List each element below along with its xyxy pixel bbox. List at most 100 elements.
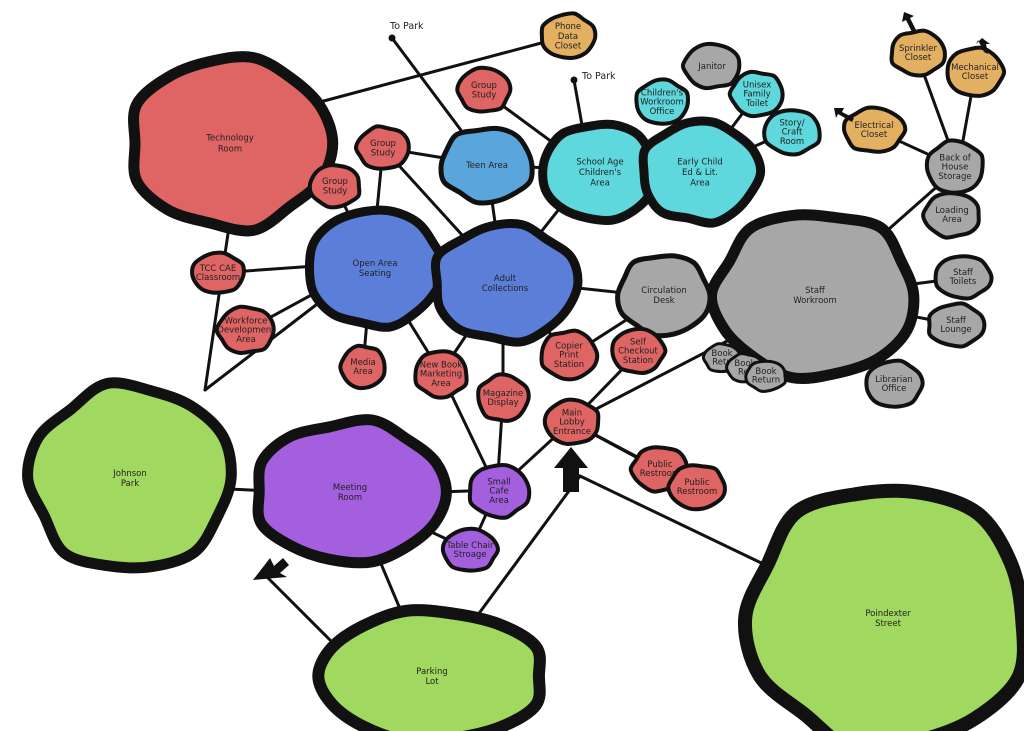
bubble-label: Restroom xyxy=(677,487,718,497)
bubble-label: Book xyxy=(734,359,755,369)
bubble-label: Technology xyxy=(205,134,254,144)
bubble-label: Classroom xyxy=(196,273,240,283)
bubble-label: Area xyxy=(590,178,610,188)
bubble-shape xyxy=(762,108,822,157)
bubble-label: Cafe xyxy=(489,487,508,497)
bubble-label: Display xyxy=(487,398,518,408)
bubble-label: Development xyxy=(217,326,275,336)
bubble-label: Librarian xyxy=(875,375,913,385)
bubble-shape xyxy=(542,397,601,446)
bubble-janitor: Janitor xyxy=(680,41,742,91)
bubble-label: Main xyxy=(562,409,582,419)
connector xyxy=(203,218,232,392)
bubble-shape xyxy=(738,483,1024,731)
bubble-label: Toilets xyxy=(949,277,977,287)
bubble-label: School Age xyxy=(576,158,623,168)
bubble-label: Seating xyxy=(359,269,391,279)
bubble-label: Parking xyxy=(416,667,448,677)
bubble-shape xyxy=(926,301,987,349)
bubble-label: Copier xyxy=(555,342,583,352)
bubble-label: House xyxy=(942,163,969,173)
bubble-label: Book xyxy=(755,367,776,377)
bubble-shape xyxy=(305,205,450,332)
bubble-label: Data xyxy=(558,32,578,42)
bubble-shape xyxy=(864,358,925,409)
bubble-shape xyxy=(440,526,500,573)
bubble-label: Public xyxy=(647,460,672,470)
bubble-label: Self xyxy=(630,338,647,348)
bubble-shape xyxy=(841,105,908,154)
bubble-shape xyxy=(354,124,411,171)
bubble-label: Craft xyxy=(782,128,803,138)
bubble-label: Group xyxy=(370,139,396,149)
bubble-label: Sprinkler xyxy=(899,44,938,54)
bubble-label: Stroage xyxy=(453,550,486,560)
bubble-label: Entrance xyxy=(553,427,591,437)
bubble-label: Poindexter xyxy=(865,609,911,619)
bubble-label: Workroom xyxy=(793,296,837,306)
bubble-shape xyxy=(634,77,691,126)
bubble-label: Electrical xyxy=(854,121,893,131)
bubble-label: Storage xyxy=(938,172,971,182)
bubble-label: Early Child xyxy=(677,158,723,168)
bubble-label: Children's xyxy=(579,168,622,178)
bubble-label: Area xyxy=(236,335,256,345)
bubble-shape xyxy=(610,326,668,376)
bubble-label: Room xyxy=(338,493,362,503)
bubble-label: Group xyxy=(471,81,497,91)
bubble-label: Staff xyxy=(805,286,826,296)
bubble-label: Unisex xyxy=(743,81,772,91)
sprinkler-arrow-icon xyxy=(902,12,916,32)
bubble-label: Collections xyxy=(482,284,529,294)
bubble-label: Janitor xyxy=(697,62,726,72)
connector xyxy=(318,40,547,104)
bubble-label: Area xyxy=(690,178,710,188)
bubble-label: Retu xyxy=(712,358,731,368)
bubble-label: Phone xyxy=(555,22,581,32)
arrows xyxy=(253,12,990,580)
bubble-label: Study xyxy=(323,187,348,197)
bubble-label: Public xyxy=(684,478,709,488)
bubble-label: Station xyxy=(554,360,584,370)
bubble-shape xyxy=(467,462,532,520)
bubble-label: Park xyxy=(121,479,139,489)
bubble-shape xyxy=(539,11,598,60)
bubble-label: New Book xyxy=(420,361,462,371)
bubble-shape xyxy=(413,349,469,400)
bubble-label: Media xyxy=(350,358,376,368)
bubble-shape xyxy=(638,116,766,228)
bubble-label: Adult xyxy=(494,274,517,284)
bubble-label: Small xyxy=(487,478,511,488)
bubble-label: Lounge xyxy=(940,325,971,335)
bubble-label: Staff xyxy=(946,316,967,326)
bubble-shape xyxy=(128,51,339,237)
bubble-label: Magazine xyxy=(483,389,524,399)
bubble-label: Workroom xyxy=(640,98,684,108)
bubble-label: Marketing xyxy=(420,370,462,380)
bubble-shape xyxy=(438,125,535,206)
bubble-label: Lobby xyxy=(559,418,585,428)
bubble-label: Meeting xyxy=(333,483,367,493)
bubble-label: Johnson xyxy=(112,469,147,479)
